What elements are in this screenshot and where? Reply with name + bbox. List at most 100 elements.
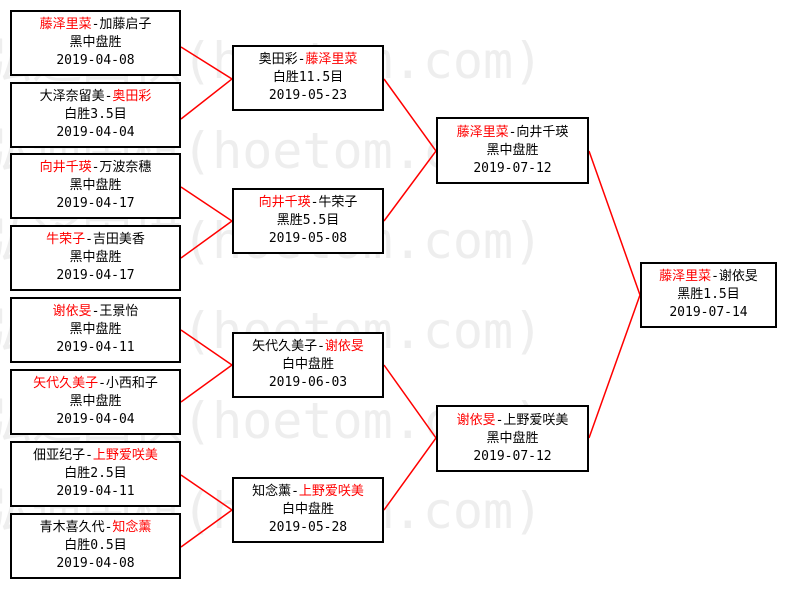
match-result: 黑中盘胜 — [69, 322, 122, 337]
player-name: 王景怡 — [99, 304, 139, 319]
match-date: 2019-05-28 — [268, 520, 348, 535]
player-separator: - — [98, 376, 106, 391]
player-name: 知念薰 — [252, 484, 292, 499]
player-name-winner: 藤泽里菜 — [39, 17, 92, 32]
match-box-r1-8: 青木喜久代-知念薰 白胜0.5目 2019-04-08 — [10, 513, 181, 579]
match-date: 2019-04-08 — [56, 556, 135, 571]
match-date: 2019-04-08 — [56, 53, 135, 68]
player-name: 大泽奈留美 — [39, 89, 105, 104]
player-separator: - — [317, 339, 325, 354]
player-name: 谢依旻 — [718, 269, 758, 284]
match-box-r3-1: 藤泽里菜-向井千瑛 黑中盘胜 2019-07-12 — [436, 117, 589, 184]
match-date: 2019-04-04 — [56, 412, 135, 427]
match-players: 藤泽里菜-谢依旻 — [659, 268, 758, 286]
match-date: 2019-04-11 — [56, 484, 135, 499]
match-players: 谢依旻-上野爱咲美 — [457, 412, 569, 430]
match-date: 2019-04-04 — [56, 125, 135, 140]
match-players: 知念薰-上野爱咲美 — [252, 483, 364, 501]
match-box-final: 藤泽里菜-谢依旻 黑胜1.5目 2019-07-14 — [640, 262, 777, 328]
match-date: 2019-04-17 — [56, 196, 135, 211]
match-result: 白中盘胜 — [281, 502, 334, 517]
player-name-winner: 谢依旻 — [324, 339, 364, 354]
match-date: 2019-07-12 — [473, 160, 552, 176]
match-box-r1-2: 大泽奈留美-奥田彩 白胜3.5目 2019-04-04 — [10, 82, 181, 148]
match-date: 2019-07-12 — [473, 448, 552, 464]
match-players: 藤泽里菜-向井千瑛 — [457, 124, 569, 142]
match-box-r1-1: 藤泽里菜-加藤启子 黑中盘胜 2019-04-08 — [10, 10, 181, 76]
match-result: 白胜3.5目 — [64, 107, 127, 122]
connector-r2-3-r2-4 — [383, 364, 437, 511]
player-name: 吉田美香 — [92, 232, 145, 247]
match-result: 白胜0.5目 — [64, 538, 127, 553]
match-box-r3-2: 谢依旻-上野爱咲美 黑中盘胜 2019-07-12 — [436, 405, 589, 472]
player-separator: - — [711, 269, 719, 284]
player-separator: - — [104, 520, 113, 535]
match-players: 矢代久美子-谢依旻 — [252, 338, 364, 356]
match-result: 黑胜5.5目 — [276, 213, 340, 228]
match-box-r1-4: 牛荣子-吉田美香 黑中盘胜 2019-04-17 — [10, 225, 181, 291]
player-separator: - — [85, 232, 93, 247]
match-result: 黑中盘胜 — [69, 178, 122, 193]
match-players: 牛荣子-吉田美香 — [46, 231, 145, 249]
match-result: 黑中盘胜 — [69, 35, 122, 50]
match-result: 黑中盘胜 — [486, 142, 539, 158]
player-separator: - — [85, 448, 93, 463]
player-name-winner: 牛荣子 — [46, 232, 86, 247]
player-name: 加藤启子 — [99, 17, 152, 32]
player-name-winner: 上野爱咲美 — [298, 484, 364, 499]
player-name-winner: 向井千瑛 — [258, 195, 311, 210]
player-name-winner: 谢依旻 — [52, 304, 92, 319]
player-name: 牛荣子 — [318, 195, 358, 210]
match-result: 白胜2.5目 — [64, 466, 127, 481]
player-name: 上野爱咲美 — [503, 412, 569, 428]
player-name-winner: 奥田彩 — [112, 89, 152, 104]
player-name: 矢代久美子 — [252, 339, 318, 354]
player-name: 万波奈穗 — [99, 160, 152, 175]
connector-r1-7-r1-8 — [180, 474, 234, 548]
player-name: 向井千瑛 — [516, 124, 569, 140]
match-players: 青木喜久代-知念薰 — [40, 519, 152, 537]
connector-r2-1-r2-2 — [383, 78, 437, 222]
player-name: 小西和子 — [105, 376, 158, 391]
match-date: 2019-05-08 — [268, 231, 348, 246]
connector-r3-1-r3-2 — [588, 150, 641, 439]
player-name-winner: 藤泽里菜 — [305, 52, 358, 67]
match-players: 佃亚纪子-上野爱咲美 — [33, 447, 158, 465]
player-name-winner: 知念薰 — [112, 520, 152, 535]
player-name-winner: 矢代久美子 — [33, 376, 99, 391]
player-name: 青木喜久代 — [39, 520, 105, 535]
match-result: 白中盘胜 — [281, 357, 334, 372]
match-players: 谢依旻-王景怡 — [53, 303, 139, 321]
match-box-r1-6: 矢代久美子-小西和子 黑中盘胜 2019-04-04 — [10, 369, 181, 435]
player-separator: - — [495, 412, 504, 428]
player-separator: - — [310, 195, 319, 210]
match-result: 黑中盘胜 — [69, 394, 122, 409]
player-name-winner: 藤泽里菜 — [659, 269, 712, 284]
match-players: 藤泽里菜-加藤启子 — [40, 16, 152, 34]
match-players: 大泽奈留美-奥田彩 — [40, 88, 152, 106]
match-date: 2019-07-14 — [669, 305, 748, 320]
player-separator: - — [104, 89, 113, 104]
match-box-r2-4: 知念薰-上野爱咲美 白中盘胜 2019-05-28 — [232, 477, 384, 543]
match-players: 矢代久美子-小西和子 — [33, 375, 158, 393]
match-result: 黑中盘胜 — [486, 430, 539, 446]
connector-r1-1-r1-2 — [180, 46, 234, 120]
player-separator: - — [91, 160, 100, 175]
player-separator: - — [91, 17, 100, 32]
match-result: 黑中盘胜 — [69, 250, 122, 265]
match-date: 2019-05-23 — [268, 88, 348, 103]
connector-r1-5-r1-6 — [180, 329, 234, 403]
player-name: 佃亚纪子 — [33, 448, 86, 463]
match-box-r1-5: 谢依旻-王景怡 黑中盘胜 2019-04-11 — [10, 297, 181, 363]
player-separator: - — [508, 124, 517, 140]
player-separator: - — [291, 484, 299, 499]
match-players: 奥田彩-藤泽里菜 — [259, 51, 358, 69]
match-box-r2-2: 向井千瑛-牛荣子 黑胜5.5目 2019-05-08 — [232, 188, 384, 254]
player-name-winner: 向井千瑛 — [39, 160, 92, 175]
match-box-r1-7: 佃亚纪子-上野爱咲美 白胜2.5目 2019-04-11 — [10, 441, 181, 507]
match-box-r1-3: 向井千瑛-万波奈穗 黑中盘胜 2019-04-17 — [10, 153, 181, 219]
match-date: 2019-04-11 — [56, 340, 135, 355]
match-result: 黑胜1.5目 — [677, 287, 740, 302]
match-box-r2-3: 矢代久美子-谢依旻 白中盘胜 2019-06-03 — [232, 332, 384, 398]
